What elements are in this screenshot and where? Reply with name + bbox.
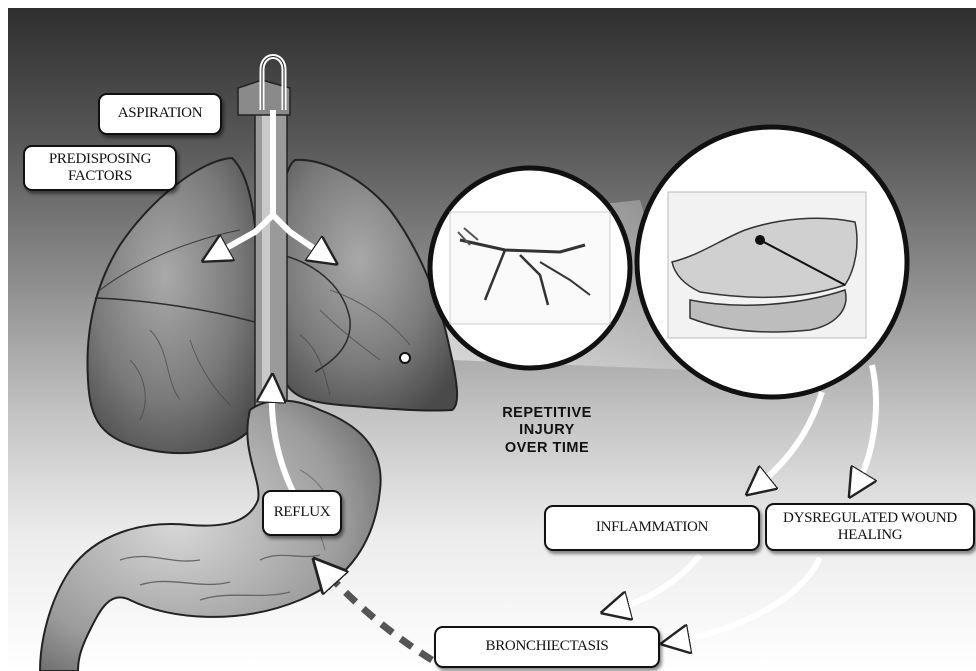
label-reflux: REFLUX (262, 490, 342, 536)
label-predisposing-factors: PREDISPOSING FACTORS (23, 145, 177, 191)
arrow-to-inflammation (755, 392, 822, 488)
arrow-inflammation-to-bronchiectasis (612, 555, 700, 610)
dashed-feedback-arrow (322, 568, 432, 660)
zoom-circle-bronchi (430, 168, 630, 368)
zoom-circle-airway (637, 127, 907, 397)
caption-line-1: REPETITIVE (482, 405, 612, 422)
lung-spot (400, 353, 410, 363)
label-inflammation: INFLAMMATION (544, 505, 760, 551)
left-lung (87, 158, 260, 453)
label-dysregulated-wound-healing: DYSREGULATED WOUND HEALING (765, 503, 975, 551)
caption-line-3: OVER TIME (482, 440, 612, 457)
caption-repetitive-injury: REPETITIVE INJURY OVER TIME (482, 405, 612, 457)
arrow-dysregulated-to-bronchiectasis (672, 558, 820, 642)
arrow-to-dysregulated (855, 365, 876, 488)
label-bronchiectasis: BRONCHIECTASIS (434, 626, 660, 668)
label-aspiration: ASPIRATION (98, 93, 222, 135)
caption-line-2: INJURY (482, 422, 612, 439)
